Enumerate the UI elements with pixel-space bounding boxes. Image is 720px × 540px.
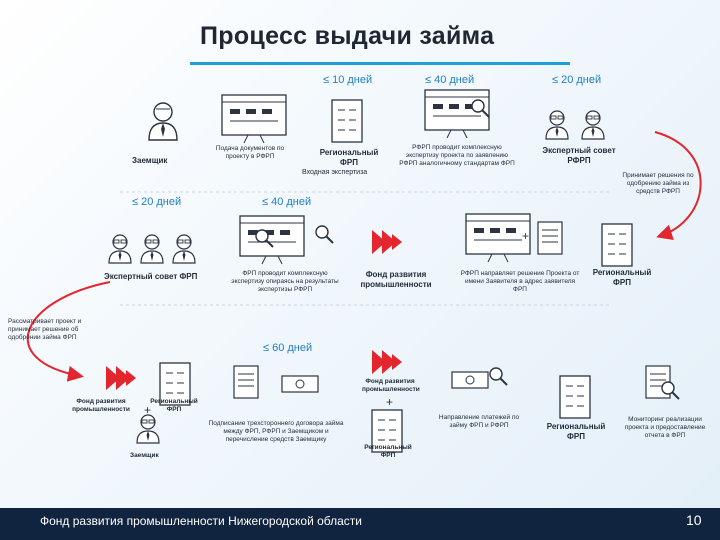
label-fund-dev: Фонд развития промышленности [360, 270, 432, 289]
flow-arrow-left [26, 281, 111, 382]
regional-frp-building-icon [331, 99, 363, 143]
note-submit-docs: Подача документов по проекту в РФРП [215, 145, 285, 160]
plus-sign-2: + [144, 403, 151, 417]
duration-1: ≤ 10 дней [323, 74, 373, 86]
frp-logo-icon-3 [372, 350, 402, 374]
page-title: Процесс выдачи займа [200, 22, 495, 50]
label-regional-frp-3: Региональный ФРП [546, 422, 606, 441]
note-payments: Направление платежей по займу ФРП и РФРП [438, 414, 520, 429]
flow-arrow-right [654, 131, 702, 240]
label-regional-frp-small-2: Региональный ФРП [364, 444, 412, 459]
duration-2: ≤ 40 дней [425, 74, 475, 86]
frp-logo-icon [372, 230, 402, 254]
duration-3: ≤ 20 дней [552, 74, 602, 86]
magnifier-icon-3 [315, 225, 334, 244]
label-borrower-small: Заемщик [130, 452, 159, 459]
duration-6: ≤ 60 дней [263, 342, 313, 354]
note-input-expertise: Входная экспертиза [302, 169, 368, 176]
plus-sign-3: + [386, 395, 393, 409]
cash-icon [281, 375, 319, 393]
label-regional-frp-2: Региональный ФРП [592, 268, 652, 287]
cash-icon-2 [451, 371, 489, 389]
label-expert-council-frp: Экспертный совет ФРП [104, 272, 198, 281]
page-number: 10 [686, 512, 702, 528]
frp-council-person-icon [108, 234, 132, 264]
note-monitoring: Мониторинг реализации проекта и предоста… [624, 416, 706, 439]
note-frp-council-decision: Рассматривает проект и принимает решение… [8, 318, 82, 341]
magnifier-icon-4 [489, 367, 508, 386]
frp-council-person-icon-2 [140, 234, 164, 264]
footer-bar [0, 508, 720, 540]
monitor-frp-expertise-icon [239, 215, 305, 265]
label-regional-frp-small: Региональный ФРП [150, 398, 198, 413]
monitor-expertise-icon [424, 89, 490, 139]
expert-council-person-icon [545, 110, 569, 140]
note-rfrp-sends: РФРП направляет решение Проекта от имени… [460, 270, 580, 293]
note-rfrp-expertise: РФРП проводит комплексную экспертизу про… [399, 144, 515, 167]
frp-council-person-icon-3 [172, 234, 196, 264]
borrower-person-icon [136, 414, 160, 444]
expert-council-person-icon-2 [581, 110, 605, 140]
footer-org-name: Фонд развития промышленности Нижегородск… [40, 514, 362, 528]
note-frp-expertise: ФРП проводит комплексную экспертизу опир… [231, 270, 339, 293]
label-expert-council-rfrp: Экспертный совет РФРП [542, 146, 616, 165]
note-sign-agreement: Подписание трехстороннего договора займа… [208, 420, 344, 443]
regional-frp-building-icon-2 [601, 223, 633, 267]
monitor-submit-icon [221, 94, 287, 144]
label-borrower: Заемщик [132, 156, 168, 165]
label-fund-dev-small-2: Фонд развития промышленности [362, 378, 420, 393]
regional-frp-building-icon-5 [559, 375, 591, 419]
contract-document-icon [233, 365, 259, 399]
label-regional-frp: Региональный ФРП [319, 148, 379, 167]
plus-sign: + [522, 229, 529, 243]
frp-logo-icon-2 [106, 366, 136, 390]
document-icon [537, 221, 563, 255]
label-fund-dev-small: Фонд развития промышленности [72, 398, 130, 413]
title-underline [190, 62, 570, 65]
note-rfrp-decision: Принимает решения по одобрению займа из … [622, 172, 694, 195]
borrower-icon [148, 102, 178, 141]
monitor-rfrp-sends-icon [465, 213, 531, 263]
duration-5: ≤ 40 дней [262, 196, 312, 208]
duration-4: ≤ 20 дней [132, 196, 182, 208]
